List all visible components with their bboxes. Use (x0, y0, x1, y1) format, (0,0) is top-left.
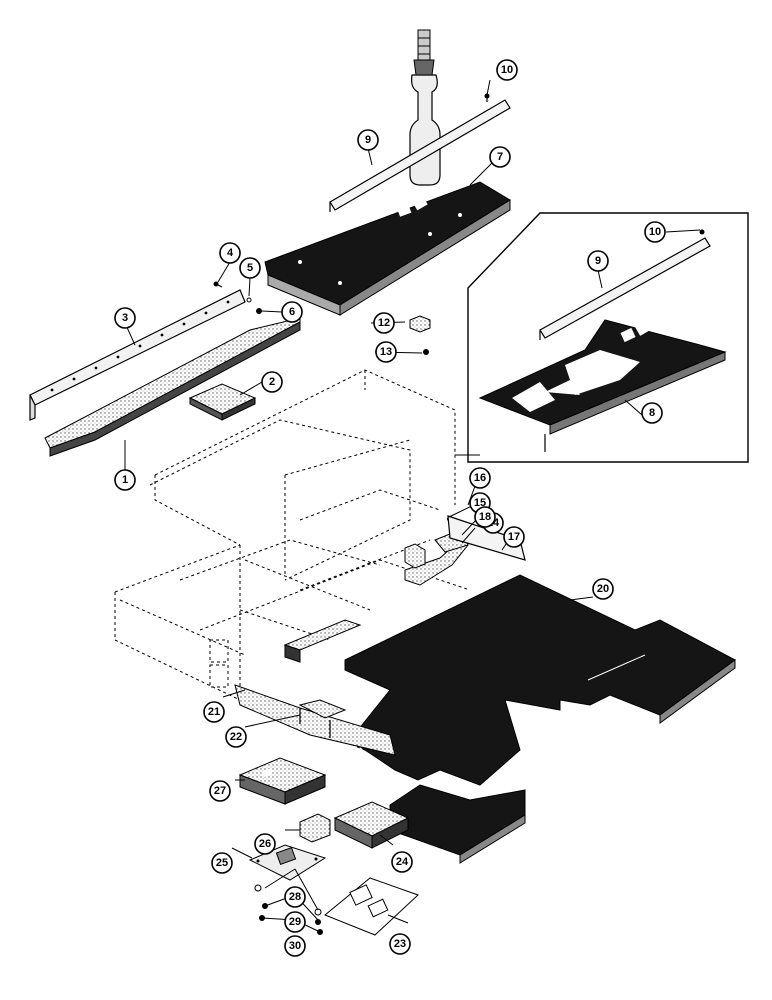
part-24-pad (333, 801, 410, 849)
part-2-pad (188, 383, 257, 421)
svg-text:1: 1 (122, 474, 128, 486)
part-20-floor-mat (344, 574, 736, 864)
part-9-strip-upper (329, 99, 511, 212)
callout-1: 1 (114, 469, 136, 491)
callouts: 1 2 3 4 5 6 7 8 9 9 10 10 12 13 14 15 16… (114, 59, 666, 957)
callout-12: 12 (373, 312, 395, 334)
part-26-block (299, 813, 331, 843)
callout-30: 30 (284, 935, 306, 957)
part-1-insulation-pad (44, 317, 301, 457)
svg-text:15: 15 (474, 497, 486, 509)
callout-18: 18 (474, 506, 496, 528)
svg-text:3: 3 (122, 312, 128, 324)
svg-text:6: 6 (289, 306, 295, 318)
svg-text:17: 17 (508, 531, 520, 543)
part-23-plate (324, 877, 419, 936)
inset-box (467, 212, 749, 463)
svg-text:13: 13 (380, 346, 392, 358)
svg-text:7: 7 (497, 151, 503, 163)
svg-text:2: 2 (269, 376, 275, 388)
svg-text:20: 20 (597, 583, 609, 595)
svg-text:4: 4 (227, 247, 234, 259)
svg-text:16: 16 (474, 472, 486, 484)
svg-text:9: 9 (595, 255, 601, 267)
svg-text:12: 12 (378, 317, 390, 329)
callout-23: 23 (389, 933, 411, 955)
callout-7: 7 (489, 146, 511, 168)
callout-24: 24 (391, 851, 413, 873)
svg-text:10: 10 (501, 64, 513, 76)
part-27-pad (238, 757, 327, 805)
callout-3: 3 (114, 307, 136, 329)
svg-text:22: 22 (230, 731, 242, 743)
callout-28: 28 (284, 886, 306, 908)
callout-6: 6 (281, 301, 303, 323)
svg-text:25: 25 (216, 857, 228, 869)
callout-2: 2 (261, 371, 283, 393)
callout-26: 26 (254, 833, 276, 855)
part-7-plate (264, 181, 511, 316)
svg-text:28: 28 (289, 891, 301, 903)
callout-21: 21 (203, 701, 225, 723)
callout-22: 22 (225, 726, 247, 748)
callout-8: 8 (641, 402, 663, 424)
callout-10-upper: 10 (496, 59, 518, 81)
svg-text:10: 10 (649, 226, 661, 238)
part-3-angle-strip (29, 289, 246, 421)
part-12-block (409, 315, 431, 333)
part-13-nut (423, 349, 429, 355)
svg-text:21: 21 (208, 706, 220, 718)
svg-text:9: 9 (365, 134, 371, 146)
callout-9-upper: 9 (357, 129, 379, 151)
callout-25: 25 (211, 852, 233, 874)
part-10-screw-upper (484, 93, 490, 102)
part-21-seal-strip (283, 619, 362, 663)
callout-9-inset: 9 (587, 250, 609, 272)
svg-text:23: 23 (394, 938, 406, 950)
svg-text:24: 24 (396, 856, 409, 868)
part-4-screw (213, 281, 223, 288)
part-16-block (404, 543, 426, 569)
part-5-washer (246, 297, 252, 303)
callout-29: 29 (284, 911, 306, 933)
svg-text:27: 27 (214, 785, 226, 797)
callout-13: 13 (375, 341, 397, 363)
part-6-nut (256, 308, 262, 314)
callout-16: 16 (469, 467, 491, 489)
callout-10-inset: 10 (644, 221, 666, 243)
svg-text:26: 26 (259, 838, 271, 850)
part-22-seal-strip (234, 684, 396, 756)
svg-text:30: 30 (289, 940, 301, 952)
callout-20: 20 (592, 578, 614, 600)
callout-27: 27 (209, 780, 231, 802)
svg-text:8: 8 (649, 407, 655, 419)
callout-4: 4 (219, 242, 241, 264)
callout-5: 5 (239, 257, 261, 279)
svg-text:18: 18 (479, 511, 491, 523)
callout-17: 17 (503, 526, 525, 548)
svg-text:5: 5 (247, 262, 253, 274)
svg-text:29: 29 (289, 916, 301, 928)
